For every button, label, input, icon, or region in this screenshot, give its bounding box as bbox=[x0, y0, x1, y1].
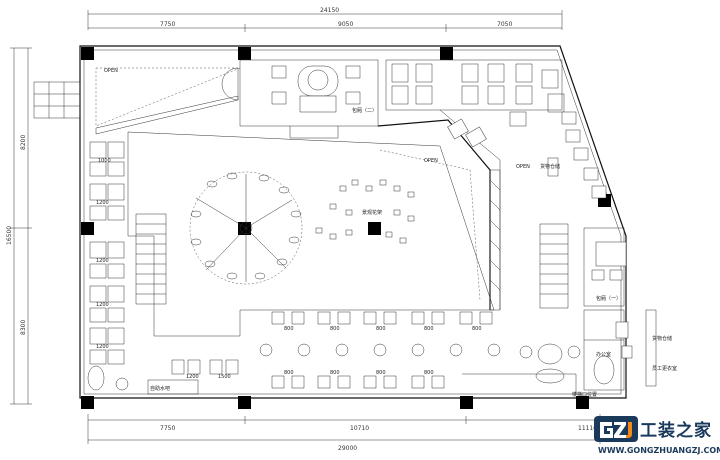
private-room-1-label: 包厢（一） bbox=[596, 295, 621, 302]
logo-url-text: WWW.GONGZHUANGZJ.COM bbox=[598, 446, 720, 455]
landscape-label: 景观花架 bbox=[362, 209, 382, 216]
dim-booth-1000: 1000 bbox=[98, 158, 111, 164]
gzj-logo-icon bbox=[594, 416, 638, 442]
self-service-label: 自助水吧 bbox=[150, 385, 170, 392]
open-label-1: OPEN bbox=[104, 68, 118, 74]
office-label: 办公室 bbox=[596, 351, 611, 358]
logo-chinese-text: 工装之家 bbox=[640, 421, 712, 441]
dim-table-800h: 800 bbox=[376, 370, 386, 376]
right-side-tables: 货物仓储 bbox=[447, 111, 607, 199]
private-room-1: 包厢（一） bbox=[583, 227, 627, 307]
dim-bottom-3: 11110 bbox=[578, 425, 597, 432]
left-window-grid bbox=[33, 81, 81, 119]
left-booth-column: 1000 1200 1200 1200 1200 bbox=[87, 141, 129, 391]
dim-table-800d: 800 bbox=[424, 326, 434, 332]
open-label-3: OPEN bbox=[516, 164, 530, 170]
column bbox=[81, 47, 94, 60]
dim-booth-1200b: 1200 bbox=[96, 258, 109, 264]
outer-wall bbox=[79, 45, 627, 399]
dim-bottom-1: 7750 bbox=[160, 425, 175, 432]
storage-right-label: 货物仓储 bbox=[652, 335, 672, 342]
self-service-area: 自助水吧 1200 1500 bbox=[147, 359, 239, 395]
storage-label: 货物仓储 bbox=[540, 163, 560, 170]
dim-bottom-2: 10710 bbox=[350, 425, 369, 432]
landscape-blocks: 景观花架 bbox=[315, 179, 415, 244]
dim-top-1: 7750 bbox=[160, 21, 175, 28]
open-label-2: OPEN bbox=[424, 158, 438, 164]
right-staircase bbox=[539, 223, 569, 309]
dim-bottom-total: 29000 bbox=[338, 445, 357, 452]
column bbox=[576, 396, 589, 409]
dim-table-800b: 800 bbox=[330, 326, 340, 332]
dim-table-800c: 800 bbox=[376, 326, 386, 332]
left-dimension-chain: 8200 16500 8300 bbox=[6, 47, 32, 405]
dim-table-800g: 800 bbox=[330, 370, 340, 376]
dim-top-total: 24150 bbox=[320, 7, 339, 14]
office-area: 办公室 货物仓储 员工更衣室 楼梯口位置 bbox=[572, 309, 677, 398]
staff-changing-label: 员工更衣室 bbox=[652, 365, 677, 372]
dim-sofa-1500: 1500 bbox=[218, 374, 231, 380]
dim-sofa-1200: 1200 bbox=[186, 374, 199, 380]
brand-logo: 工装之家 WWW.GONGZHUANGZJ.COM bbox=[594, 414, 720, 458]
dim-table-800e: 800 bbox=[472, 326, 482, 332]
tree-canopy-decor bbox=[189, 171, 303, 285]
atrium-outline bbox=[127, 131, 495, 337]
column bbox=[238, 47, 251, 60]
dim-left-2: 8300 bbox=[20, 320, 27, 335]
central-dining-rows: 800 800 800 800 800 800 800 800 800 bbox=[259, 311, 501, 389]
column bbox=[440, 47, 453, 60]
top-dimension-chain: 24150 7750 9050 7050 bbox=[87, 7, 563, 32]
column bbox=[238, 396, 251, 409]
dim-booth-1200c: 1200 bbox=[96, 302, 109, 308]
dim-table-800f: 800 bbox=[284, 370, 294, 376]
dim-top-2: 9050 bbox=[338, 21, 353, 28]
dim-left-total: 16500 bbox=[6, 226, 13, 245]
dim-table-800i: 800 bbox=[424, 370, 434, 376]
column bbox=[460, 396, 473, 409]
column bbox=[368, 222, 381, 235]
bottom-dimension-chain: 7750 10710 11110 29000 bbox=[87, 414, 601, 452]
dim-left-1: 8200 bbox=[20, 135, 27, 150]
column bbox=[81, 396, 94, 409]
column bbox=[81, 222, 94, 235]
dim-booth-1200a: 1200 bbox=[96, 200, 109, 206]
private-room-2-label: 包厢（二） bbox=[352, 107, 377, 114]
dim-table-800a: 800 bbox=[284, 326, 294, 332]
lounge-chairs bbox=[519, 343, 615, 385]
private-room-2: 包厢（二） bbox=[221, 59, 379, 139]
dim-top-3: 7050 bbox=[497, 21, 512, 28]
stair-position-label: 楼梯口位置 bbox=[572, 391, 597, 398]
dim-booth-1200d: 1200 bbox=[96, 344, 109, 350]
left-staircase bbox=[135, 213, 167, 305]
top-right-booths bbox=[385, 59, 565, 113]
